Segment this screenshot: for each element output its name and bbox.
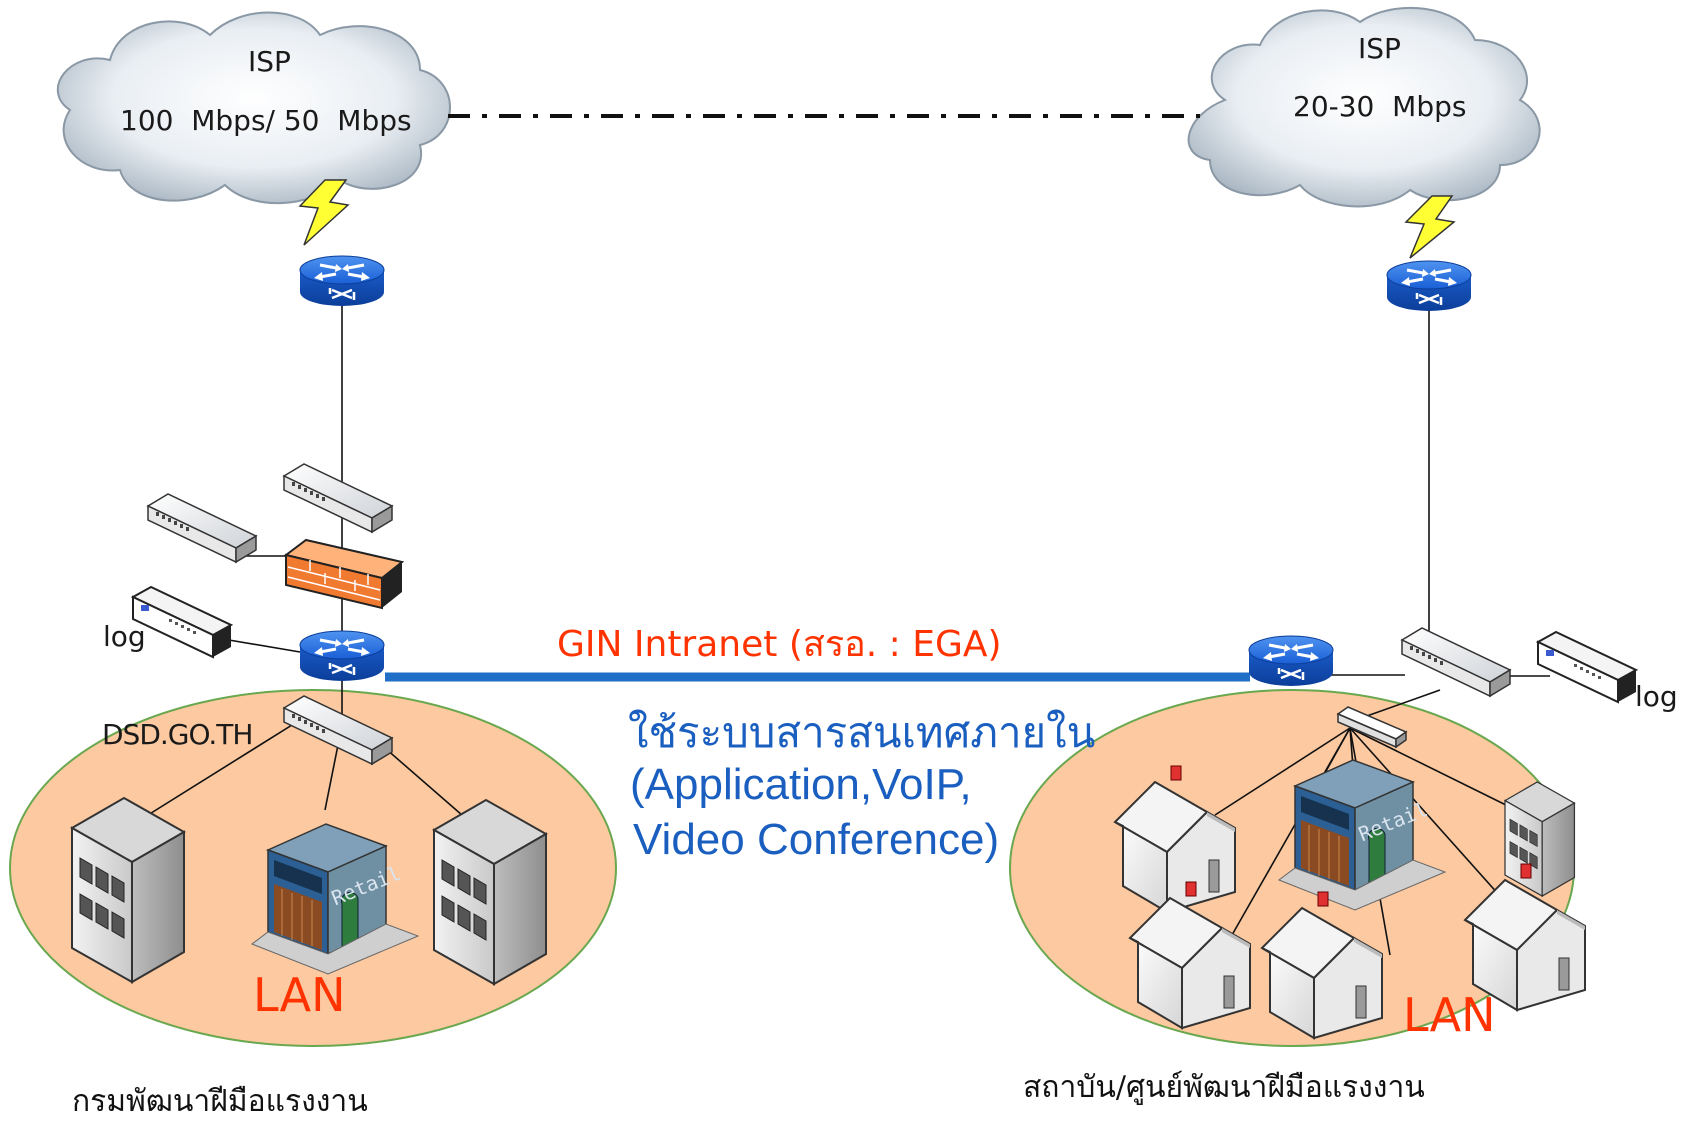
log-label-left: log <box>103 620 146 653</box>
office-building-left-2 <box>433 799 547 985</box>
isp-right-speed: 20-30 Mbps <box>1293 90 1467 123</box>
switch-dmz-left <box>283 463 393 533</box>
log-label-right: log <box>1635 680 1678 713</box>
wan-title: GIN Intranet (สรอ. : EGA) <box>557 624 1002 665</box>
firewall-icon <box>283 538 405 610</box>
office-building-right <box>1504 781 1576 897</box>
isp-left-speed: 100 Mbps/ 50 Mbps <box>120 104 412 137</box>
router-isp-left <box>298 254 386 308</box>
wan-apps-line1: (Application,VoIP, <box>630 760 972 809</box>
router-isp-right <box>1385 259 1473 313</box>
wan-apps-line2: Video Conference) <box>633 815 1000 864</box>
log-server-right <box>1537 631 1637 703</box>
isp-right-title: ISP <box>1358 32 1401 65</box>
site-right-label: สถาบัน/ศูนย์พัฒนาฝีมือแรงงาน <box>1023 1070 1425 1105</box>
site-left-label: กรมพัฒนาฝีมือแรงงาน <box>72 1084 368 1119</box>
log-server-left <box>132 586 232 658</box>
router-wan-right <box>1247 634 1335 688</box>
router-wan-left <box>298 629 386 683</box>
domain-label: DSD.GO.TH <box>102 718 253 751</box>
lan-left-label: LAN <box>253 968 346 1022</box>
isp-cloud-left <box>56 11 451 205</box>
switch-core-right <box>1401 627 1511 697</box>
isp-cloud-right <box>1187 6 1541 208</box>
isp-left-title: ISP <box>248 45 291 78</box>
switch-lan-right <box>1336 706 1408 749</box>
office-building-left-1 <box>71 797 185 983</box>
wan-subtitle: ใช้ระบบสารสนเทศภายใน <box>628 708 1096 757</box>
lightning-icon-left <box>298 179 350 246</box>
lightning-icon-right <box>1404 195 1456 259</box>
lan-right-label: LAN <box>1403 988 1496 1042</box>
switch-side-left <box>147 493 257 563</box>
